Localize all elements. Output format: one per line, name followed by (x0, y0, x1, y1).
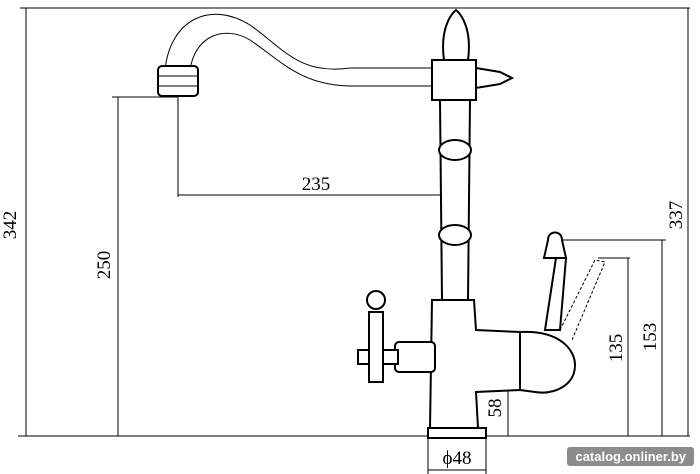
dim-label-135: 135 (606, 334, 627, 363)
dim-label-48: ϕ48 (442, 448, 471, 469)
watermark: catalog.onliner.by (567, 447, 694, 466)
dim-label-58: 58 (485, 399, 506, 418)
dim-label-250: 250 (94, 251, 115, 280)
faucet-body (157, 8, 606, 439)
dim-label-235: 235 (302, 174, 331, 195)
dim-label-337: 337 (666, 201, 687, 230)
dim-label-153: 153 (640, 323, 661, 352)
dim-label-342: 342 (0, 211, 21, 240)
